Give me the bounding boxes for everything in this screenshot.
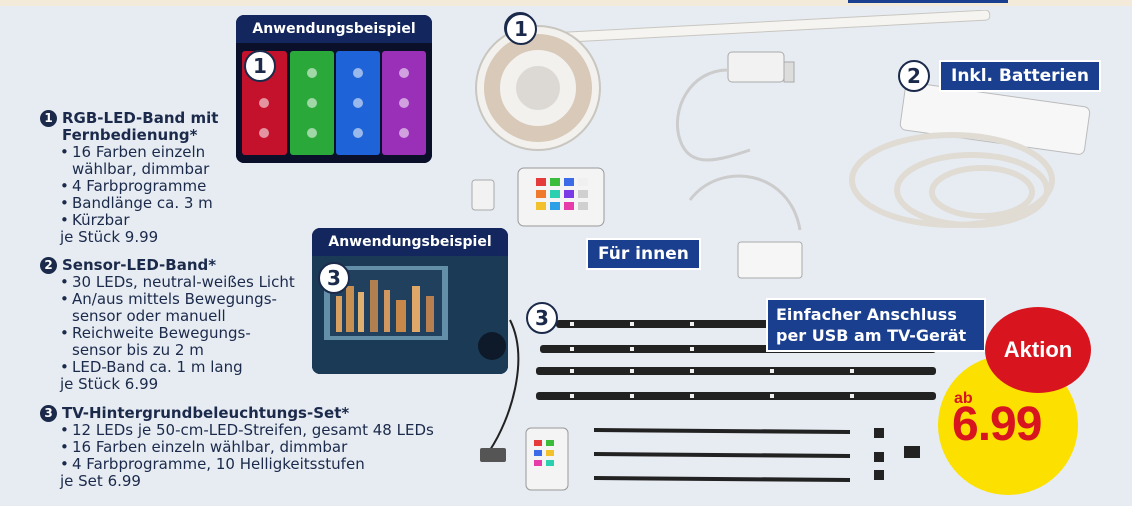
feature-item: 4 Farbprogramme — [60, 178, 230, 196]
product-2-title: 2 Sensor-LED-Band* — [40, 257, 460, 274]
number-badge: 3 — [40, 405, 57, 422]
number-badge: 3 — [318, 262, 350, 294]
number-badge: 2 — [898, 60, 930, 92]
unit-price: je Stück 9.99 — [60, 228, 159, 246]
feature-list: 30 LEDs, neutral-weißes Licht An/aus mit… — [40, 274, 300, 377]
top-band — [0, 0, 1132, 6]
feature-item: Kürzbar — [60, 212, 230, 230]
unit-price: je Stück 6.99 — [60, 375, 159, 393]
rgb-led-photo — [236, 43, 432, 163]
top-accent-line — [848, 0, 1008, 3]
number-badge: 2 — [40, 257, 57, 274]
usb-connect-label: Einfacher Anschluss per USB am TV-Gerät — [766, 298, 986, 352]
feature-item: 30 LEDs, neutral-weißes Licht — [60, 274, 300, 292]
feature-item: An/aus mittels Bewegungs-sensor oder man… — [60, 291, 300, 325]
sale-badge: Aktion — [985, 307, 1091, 393]
example-title: Anwendungsbeispiel — [236, 15, 432, 43]
example-photo-1: Anwendungsbeispiel — [236, 15, 432, 163]
number-badge: 3 — [526, 302, 558, 334]
product-title-text: TV-Hintergrundbeleuchtungs-Set* — [62, 404, 350, 422]
feature-item: 16 Farben einzeln wählbar, dimmbar — [60, 144, 230, 178]
feature-item: 4 Farbprogramme, 10 Helligkeitsstufen — [60, 456, 460, 474]
number-badge: 1 — [505, 13, 537, 45]
product-3-image — [480, 319, 936, 491]
batteries-label: Inkl. Batterien — [939, 60, 1101, 92]
product-2-image — [849, 81, 1091, 228]
product-3-description: 3 TV-Hintergrundbeleuchtungs-Set* 12 LED… — [40, 405, 460, 490]
indoor-label: Für innen — [586, 238, 701, 270]
feature-item: Reichweite Bewegungs-sensor bis zu 2 m — [60, 325, 300, 359]
product-1-title: 1 RGB-LED-Band mit Fernbedienung* — [40, 110, 460, 144]
number-badge: 1 — [244, 50, 276, 82]
price-badge: ab 6.99 — [938, 355, 1078, 495]
example-title: Anwendungsbeispiel — [312, 228, 508, 256]
product-title-text: Sensor-LED-Band* — [62, 256, 217, 274]
feature-list: 16 Farben einzeln wählbar, dimmbar 4 Far… — [40, 144, 230, 230]
feature-item: 12 LEDs je 50-cm-LED-Streifen, gesamt 48… — [60, 422, 460, 440]
feature-item: LED-Band ca. 1 m lang — [60, 359, 300, 377]
product-1-description: 1 RGB-LED-Band mit Fernbedienung* 16 Far… — [40, 110, 460, 246]
price-value: 6.99 — [952, 398, 1042, 451]
feature-list: 12 LEDs je 50-cm-LED-Streifen, gesamt 48… — [40, 422, 460, 474]
example-photo-3: Anwendungsbeispiel — [312, 228, 508, 374]
price-prefix: ab — [954, 390, 973, 407]
unit-price: je Set 6.99 — [60, 472, 141, 490]
number-badge: 1 — [40, 110, 57, 127]
product-title-text: RGB-LED-Band mit Fernbedienung* — [62, 109, 219, 144]
feature-item: 16 Farben einzeln wählbar, dimmbar — [60, 439, 460, 457]
product-2-description: 2 Sensor-LED-Band* 30 LEDs, neutral-weiß… — [40, 257, 460, 393]
feature-item: Bandlänge ca. 3 m — [60, 195, 230, 213]
product-3-title: 3 TV-Hintergrundbeleuchtungs-Set* — [40, 405, 460, 422]
